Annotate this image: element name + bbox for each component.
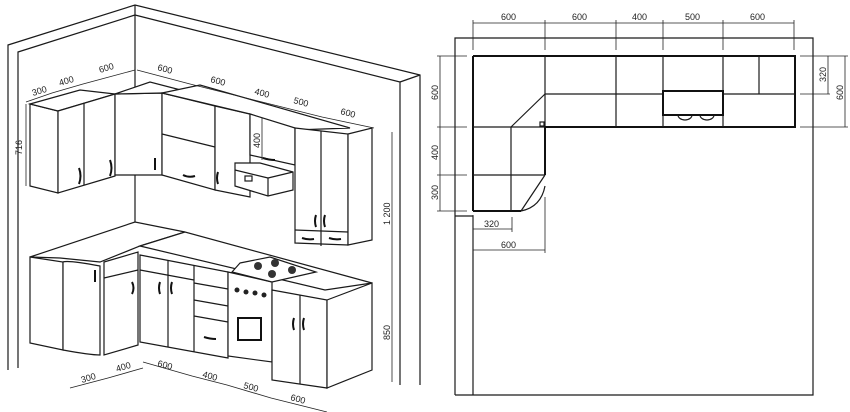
dim-base-right-3: 600 [289, 392, 306, 406]
iso-upper-cabinets [27, 81, 373, 246]
plan-left-dim-0: 600 [430, 85, 440, 100]
iso-walls [7, 4, 421, 385]
dim-upper-height: 716 [14, 140, 24, 155]
dim-base-right-1: 400 [201, 369, 218, 383]
plan-top-dim-2: 400 [632, 12, 647, 22]
dim-upper-right-2: 400 [253, 86, 270, 100]
dim-upper-right-3: 500 [292, 95, 309, 109]
plan-dimensions [437, 20, 848, 253]
plan-bottom-dim-1: 600 [501, 240, 516, 250]
dim-hood-gap: 400 [252, 133, 262, 148]
plan-bottom-dim-0: 320 [484, 219, 499, 229]
burner-icons [254, 259, 296, 278]
plan-cabinets [472, 55, 796, 212]
dim-upper-left-1: 400 [58, 74, 75, 88]
plan-right-dim-1: 600 [835, 85, 845, 100]
plan-top-dim-1: 600 [572, 12, 587, 22]
iso-base-cabinets [29, 221, 373, 389]
plan-top-dim-4: 600 [750, 12, 765, 22]
dim-upper-right-1: 600 [209, 74, 226, 88]
plan-left-dim-1: 400 [430, 145, 440, 160]
plan-dimension-labels: 600 600 400 500 600 600 400 300 320 600 … [430, 12, 845, 250]
iso-dimensions [25, 69, 393, 412]
dim-base-right-0: 600 [156, 358, 173, 372]
dim-upper-clearance: 1 200 [382, 202, 392, 225]
iso-dimension-labels: 300 400 600 600 600 400 500 600 716 400 … [14, 61, 392, 406]
plan-right-dim-0: 320 [818, 67, 828, 82]
plan-top-dim-0: 600 [501, 12, 516, 22]
dim-upper-right-4: 600 [339, 106, 356, 120]
dim-upper-left-0: 300 [31, 84, 48, 98]
dim-upper-right-0: 600 [156, 62, 173, 76]
dim-base-right-2: 500 [242, 380, 259, 394]
dim-base-left-0: 300 [80, 371, 97, 385]
dim-base-height: 850 [382, 325, 392, 340]
plan-left-dim-2: 300 [430, 185, 440, 200]
dim-upper-left-2: 600 [98, 61, 115, 75]
dim-base-left-1: 400 [115, 360, 132, 374]
plan-top-dim-3: 500 [685, 12, 700, 22]
